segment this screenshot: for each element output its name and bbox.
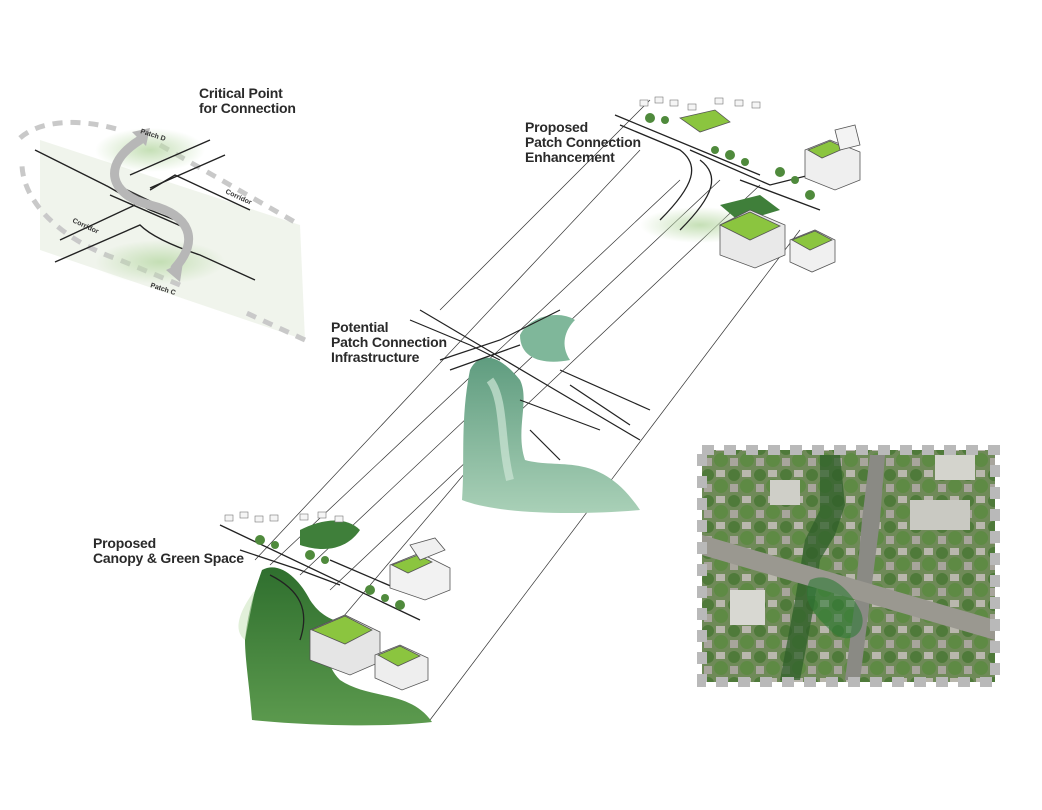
enhancement-view [614,96,861,273]
canopy-green-mass [245,567,432,726]
label-enhancement: Proposed Patch Connection Enhancement [525,119,641,165]
critical-point-inset: Patch D Patch C Corridor Corridor [18,120,307,343]
aerial-dashed-frame [697,445,1000,687]
label-critical-point: Critical Point for Connection [199,85,296,116]
corridor-dashed-boundary [18,120,307,343]
patch-c-area [95,240,225,284]
infrastructure-patch-upper [520,315,575,362]
aerial-highlight-patch [806,577,863,639]
connection-arrow [110,135,194,273]
arrow-head-down-icon [166,262,183,282]
label-infrastructure: Potential Patch Connection Infrastructur… [331,319,447,365]
corridor-zone [40,140,305,340]
infrastructure-patch-lower [462,357,640,513]
infrastructure-view [409,309,651,513]
aerial-photo [697,445,1000,687]
canopy-view [219,511,451,726]
arrow-head-up-icon [132,128,150,146]
label-canopy: Proposed Canopy & Green Space [93,535,244,566]
